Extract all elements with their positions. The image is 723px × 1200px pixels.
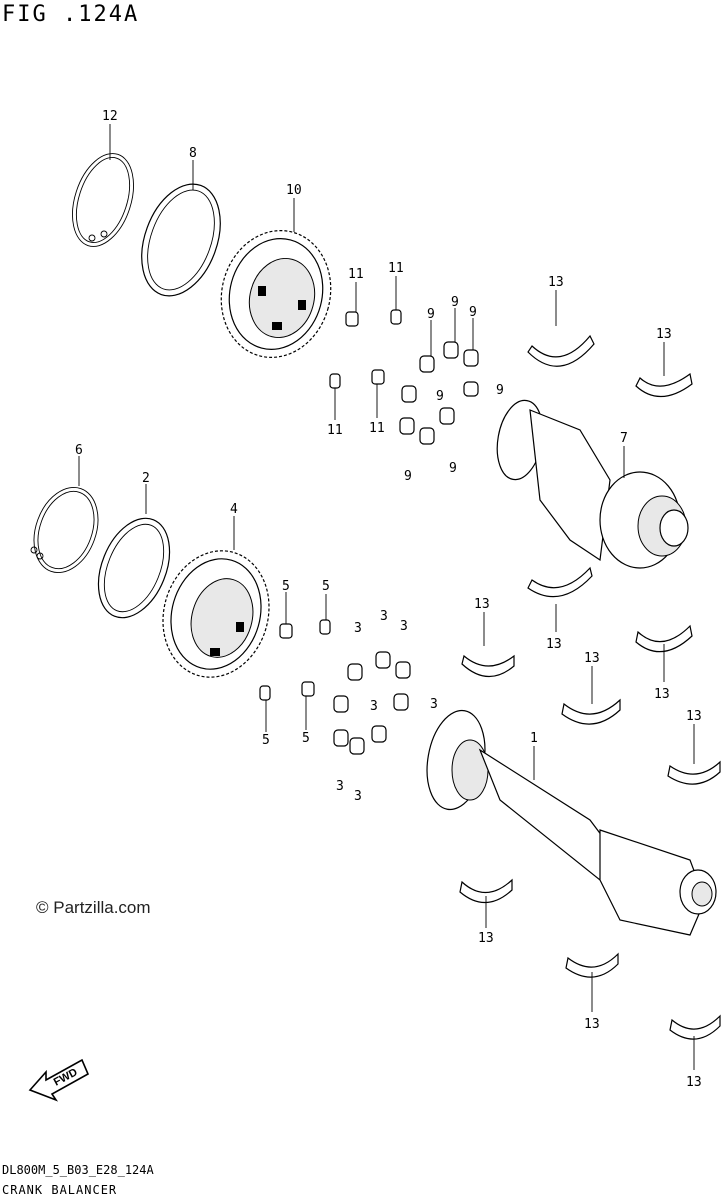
callout-1[interactable]: 1	[530, 731, 538, 746]
fwd-arrow-icon	[28, 1058, 90, 1102]
callout-13[interactable]: 13	[686, 709, 702, 724]
callout-6[interactable]: 6	[75, 443, 83, 458]
callout-13[interactable]: 13	[584, 651, 600, 666]
spring-part-9[interactable]	[399, 341, 479, 445]
callout-4[interactable]: 4	[230, 502, 238, 517]
callout-5[interactable]: 5	[322, 579, 330, 594]
callout-5[interactable]: 5	[262, 733, 270, 748]
callout-10[interactable]: 10	[286, 183, 302, 198]
callout-13[interactable]: 13	[478, 931, 494, 946]
balancer-shaft-part-7[interactable]	[491, 397, 689, 569]
callout-3[interactable]: 3	[370, 699, 378, 714]
figure-title: FIG .124A	[2, 2, 140, 27]
callout-13[interactable]: 13	[656, 327, 672, 342]
callout-11[interactable]: 11	[348, 267, 364, 282]
circlip-part-12[interactable]	[62, 146, 145, 255]
damper-part-5[interactable]	[259, 619, 331, 701]
callout-11[interactable]: 11	[327, 423, 343, 438]
watermark: © Partzilla.com	[36, 898, 151, 917]
washer-part-2[interactable]	[85, 508, 183, 628]
callout-13[interactable]: 13	[474, 597, 490, 612]
callout-5[interactable]: 5	[302, 731, 310, 746]
callout-12[interactable]: 12	[102, 109, 118, 124]
footer-code: DL800M_5_B03_E28_124A	[2, 1163, 154, 1177]
damper-part-11[interactable]	[329, 309, 402, 389]
washer-part-8[interactable]	[127, 173, 234, 307]
callout-3[interactable]: 3	[354, 789, 362, 804]
callout-13[interactable]: 13	[548, 275, 564, 290]
callout-3[interactable]: 3	[336, 779, 344, 794]
circlip-part-6[interactable]	[23, 478, 109, 581]
callout-13[interactable]: 13	[654, 687, 670, 702]
callout-9[interactable]: 9	[449, 461, 457, 476]
callout-2[interactable]: 2	[142, 471, 150, 486]
callout-9[interactable]: 9	[469, 305, 477, 320]
callout-9[interactable]: 9	[451, 295, 459, 310]
callout-11[interactable]: 11	[369, 421, 385, 436]
gear-part-10[interactable]	[207, 218, 344, 370]
callout-7[interactable]: 7	[620, 431, 628, 446]
callout-5[interactable]: 5	[282, 579, 290, 594]
callout-3[interactable]: 3	[380, 609, 388, 624]
gear-part-4[interactable]	[148, 538, 283, 690]
bearing-part-13[interactable]	[459, 334, 721, 1040]
callout-9[interactable]: 9	[404, 469, 412, 484]
callout-3[interactable]: 3	[430, 697, 438, 712]
spring-part-3[interactable]	[333, 651, 411, 755]
callout-3[interactable]: 3	[400, 619, 408, 634]
callout-8[interactable]: 8	[189, 146, 197, 161]
callout-9[interactable]: 9	[496, 383, 504, 398]
callout-13[interactable]: 13	[546, 637, 562, 652]
callout-9[interactable]: 9	[427, 307, 435, 322]
callout-11[interactable]: 11	[388, 261, 404, 276]
footer-name: CRANK BALANCER	[2, 1183, 118, 1197]
crank-balancer-shaft-part-1[interactable]	[420, 706, 717, 936]
callout-13[interactable]: 13	[686, 1075, 702, 1090]
callout-13[interactable]: 13	[584, 1017, 600, 1032]
callout-9[interactable]: 9	[436, 389, 444, 404]
callout-3[interactable]: 3	[354, 621, 362, 636]
